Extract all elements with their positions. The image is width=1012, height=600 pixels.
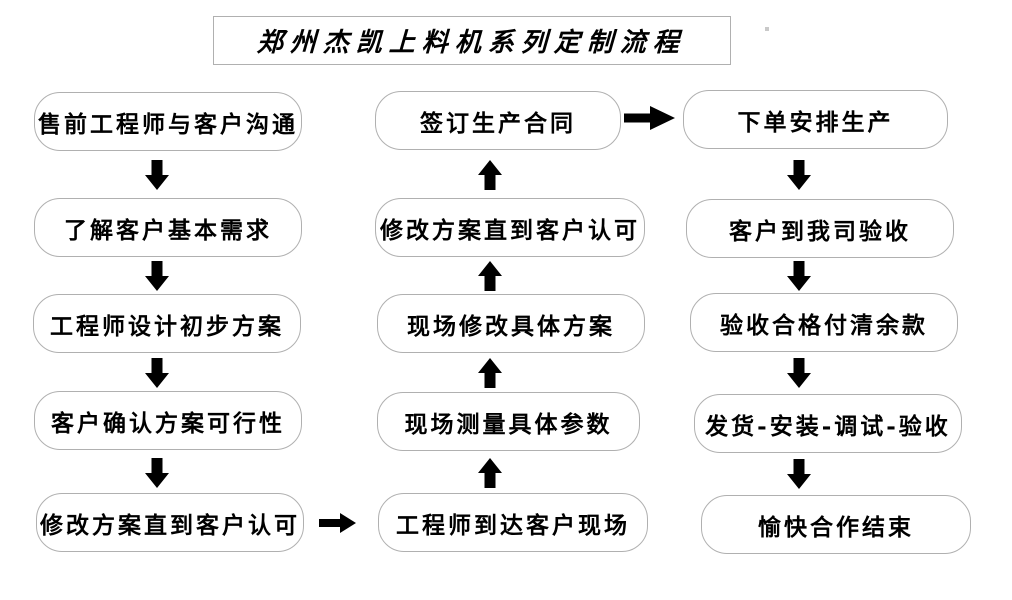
up-arrow-icon (477, 457, 503, 489)
step-label: 客户到我司验收 (729, 217, 911, 245)
step-order-production: 下单安排生产 (683, 90, 948, 149)
step-onsite-revise-plan: 现场修改具体方案 (377, 294, 645, 353)
down-arrow-icon (786, 458, 812, 490)
step-label: 工程师到达客户现场 (396, 511, 630, 539)
step-label: 签订生产合同 (420, 109, 576, 137)
step-presales-communicate: 售前工程师与客户沟通 (34, 92, 302, 151)
right-arrow-icon (623, 104, 677, 132)
down-arrow-icon (786, 357, 812, 389)
step-confirm-feasibility: 客户确认方案可行性 (34, 391, 302, 450)
step-sign-contract: 签订生产合同 (375, 91, 621, 150)
down-arrow-icon (786, 260, 812, 292)
down-arrow-icon (786, 159, 812, 191)
up-arrow-icon (477, 357, 503, 389)
step-ship-install-debug-accept: 发货-安装-调试-验收 (694, 394, 962, 453)
step-label: 现场测量具体参数 (404, 410, 613, 438)
step-engineer-arrives-site: 工程师到达客户现场 (378, 493, 648, 552)
step-onsite-measure-params: 现场测量具体参数 (377, 392, 640, 451)
step-label: 现场修改具体方案 (407, 312, 615, 340)
page-title: 郑州杰凯上料机系列定制流程 (256, 28, 687, 58)
step-understand-needs: 了解客户基本需求 (34, 198, 302, 257)
step-revise-until-approved-onsite: 修改方案直到客户认可 (375, 198, 645, 257)
stray-dot (765, 27, 769, 31)
step-label: 售前工程师与客户沟通 (38, 110, 298, 138)
step-label: 下单安排生产 (737, 108, 894, 136)
up-arrow-icon (477, 260, 503, 292)
down-arrow-icon (144, 357, 170, 389)
step-cooperation-ends: 愉快合作结束 (701, 495, 971, 554)
step-initial-design: 工程师设计初步方案 (33, 294, 301, 353)
step-label: 验收合格付清余款 (720, 311, 928, 339)
down-arrow-icon (144, 457, 170, 489)
down-arrow-icon (144, 159, 170, 191)
step-pay-remaining-balance: 验收合格付清余款 (690, 293, 958, 352)
step-label: 客户确认方案可行性 (51, 409, 285, 437)
step-label: 了解客户基本需求 (64, 216, 272, 244)
step-label: 工程师设计初步方案 (50, 312, 284, 340)
step-label: 修改方案直到客户认可 (40, 511, 300, 539)
up-arrow-icon (477, 159, 503, 191)
step-customer-acceptance: 客户到我司验收 (686, 199, 954, 258)
step-label: 发货-安装-调试-验收 (705, 412, 951, 440)
step-revise-until-approved: 修改方案直到客户认可 (36, 493, 304, 552)
down-arrow-icon (144, 260, 170, 292)
right-arrow-icon (318, 511, 358, 535)
title-box: 郑州杰凯上料机系列定制流程 (213, 16, 731, 65)
step-label: 修改方案直到客户认可 (380, 216, 640, 244)
step-label: 愉快合作结束 (758, 513, 914, 541)
